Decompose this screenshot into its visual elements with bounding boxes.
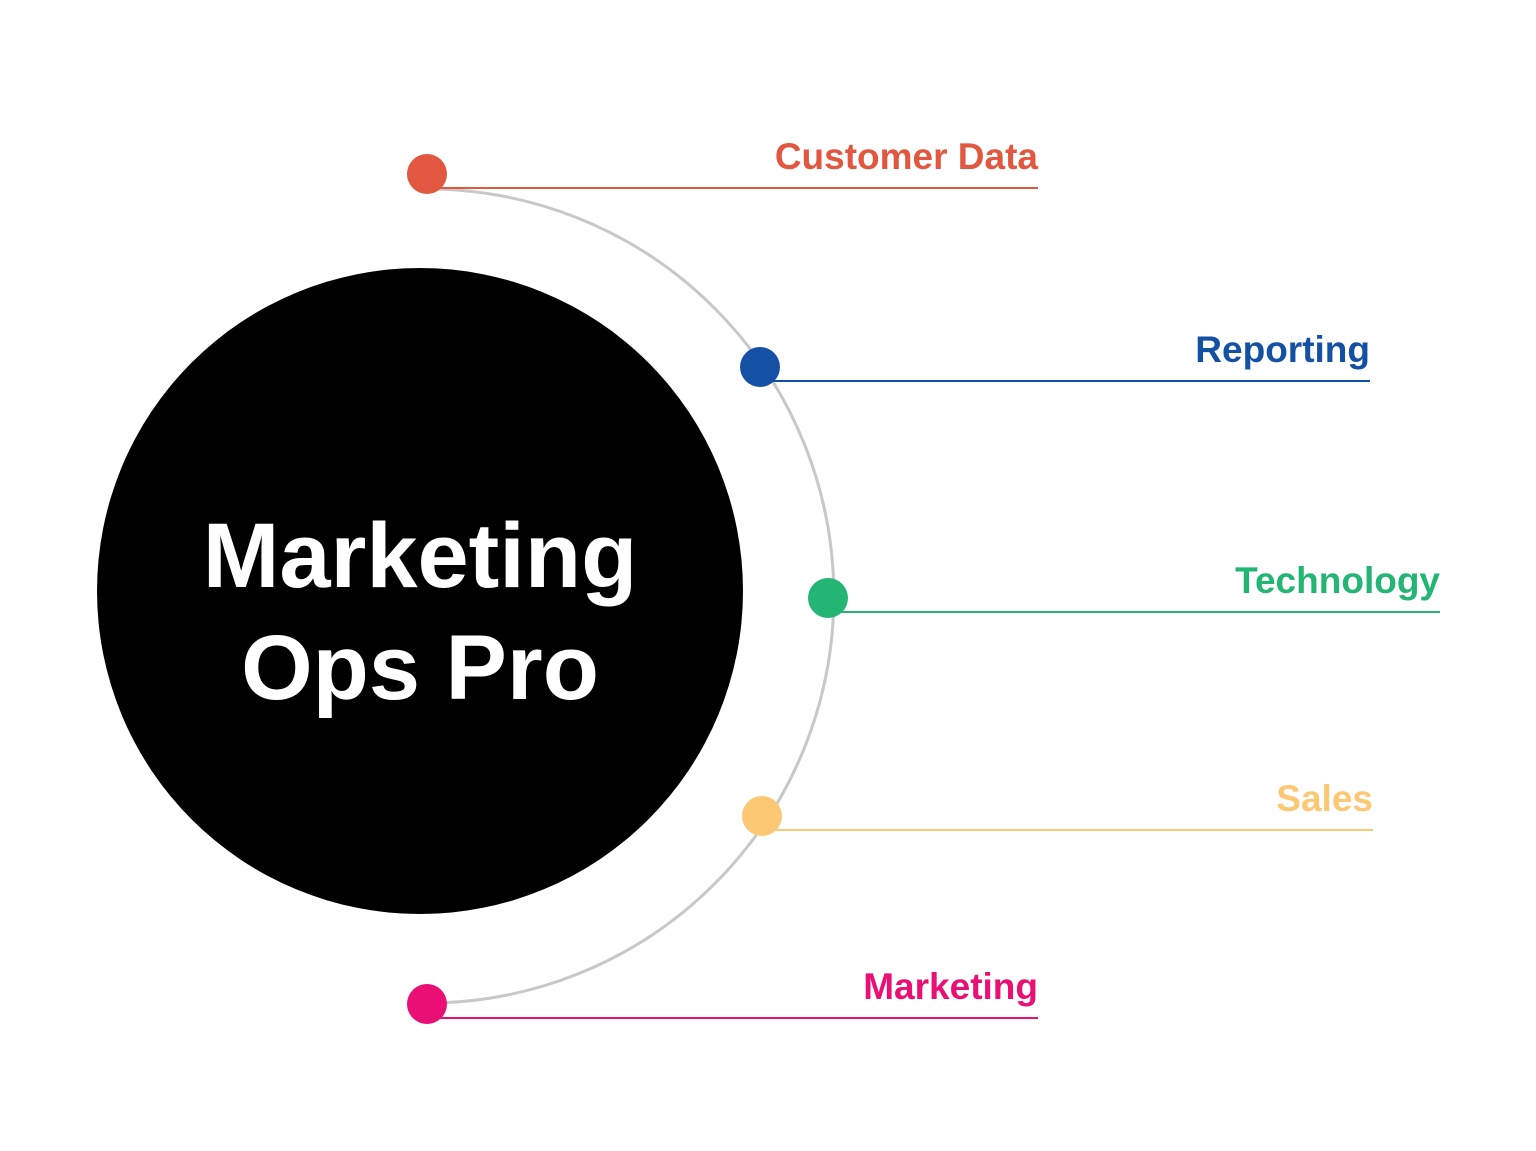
branch-label-technology: Technology xyxy=(1235,560,1440,601)
branch-label-marketing: Marketing xyxy=(863,966,1038,1007)
branch-label-sales: Sales xyxy=(1276,778,1373,819)
dot-icon xyxy=(407,984,447,1024)
hub-title: Marketing Ops Pro xyxy=(97,500,743,724)
hub-circle xyxy=(97,268,743,914)
dot-icon xyxy=(742,796,782,836)
branch-label-customer-data: Customer Data xyxy=(774,136,1038,177)
hub-title-line-1: Marketing xyxy=(202,505,638,607)
hub-title-line-2: Ops Pro xyxy=(241,617,599,719)
branch-label-reporting: Reporting xyxy=(1195,329,1370,370)
dot-icon xyxy=(407,154,447,194)
dot-icon xyxy=(808,578,848,618)
dot-icon xyxy=(740,347,780,387)
